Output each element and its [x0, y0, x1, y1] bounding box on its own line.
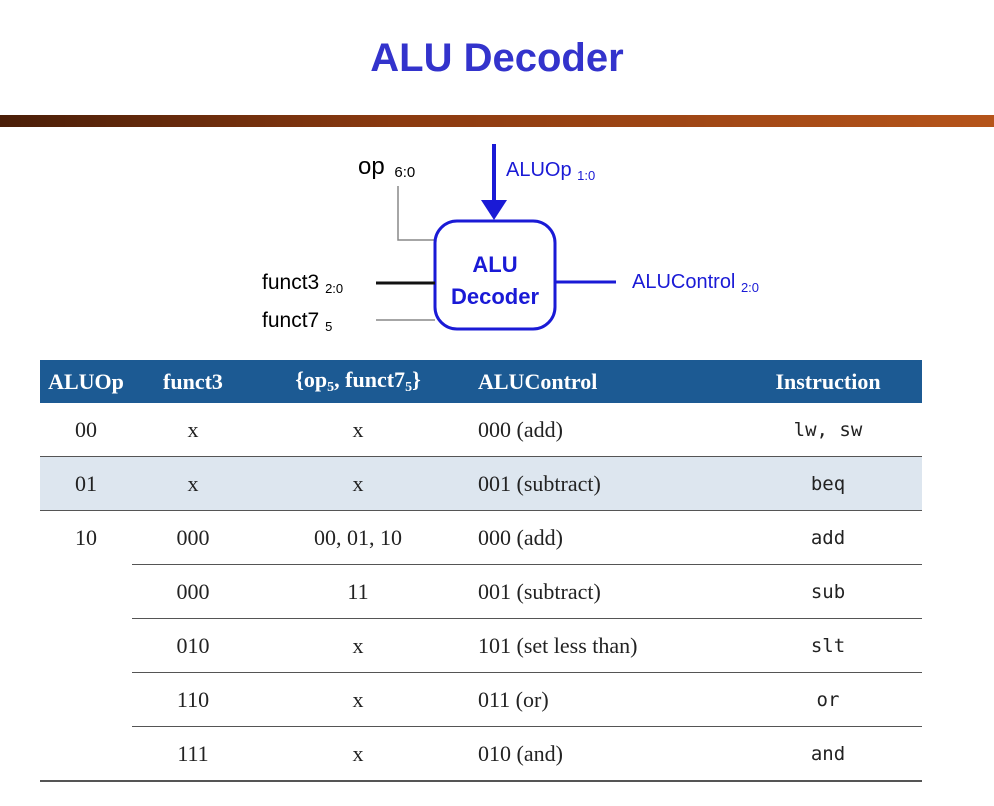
cell-aluop: 10: [75, 524, 97, 550]
aluop-label: ALUOp 1:0: [506, 159, 595, 183]
funct3-label: funct3 2:0: [262, 271, 343, 296]
cell-funct3: x: [132, 456, 254, 511]
box-label-decoder: Decoder: [451, 284, 539, 309]
header-aluop: ALUOp: [40, 360, 132, 403]
cell-aluop: [40, 726, 132, 782]
cell-op-funct7: 11: [254, 564, 462, 619]
cell-op-funct7: x: [254, 456, 462, 511]
cell-aluop: [40, 619, 132, 673]
cell-alucontrol: 101 (set less than): [462, 618, 734, 673]
table-row: 00 x x 000 (add) lw, sw: [40, 403, 922, 457]
table-row: 000 11 001 (subtract) sub: [40, 564, 922, 619]
page-title: ALU Decoder: [370, 36, 624, 80]
alucontrol-label: ALUControl 2:0: [632, 271, 759, 295]
alu-decoder-box: [433, 219, 557, 331]
cell-instruction: slt: [734, 618, 922, 673]
cell-instruction: sub: [734, 564, 922, 619]
alu-decoder-truth-table: ALUOp funct3 {op5, funct75} ALUControl I…: [40, 360, 922, 782]
cell-alucontrol: 011 (or): [462, 672, 734, 727]
cell-alucontrol: 010 (and): [462, 726, 734, 782]
header-op-funct7: {op5, funct75}: [254, 360, 462, 403]
box-label-alu: ALU: [472, 252, 517, 277]
cell-instruction: or: [734, 672, 922, 727]
cell-aluop: 00: [40, 403, 132, 457]
cell-aluop: [40, 673, 132, 727]
cell-alucontrol: 001 (subtract): [462, 456, 734, 511]
op-wire: [397, 186, 435, 241]
cell-funct3: 110: [132, 672, 254, 727]
cell-instruction: beq: [734, 456, 922, 511]
cell-instruction: and: [734, 726, 922, 782]
cell-op-funct7: x: [254, 726, 462, 782]
cell-aluop: [40, 565, 132, 619]
cell-op-funct7: x: [254, 672, 462, 727]
table-row: 10 000 00, 01, 10 000 (add) add: [40, 510, 922, 565]
cell-op-funct7: x: [254, 403, 462, 457]
cell-instruction: add: [734, 510, 922, 565]
table-row: 111 x 010 (and) and: [40, 726, 922, 782]
cell-funct3: x: [132, 403, 254, 457]
cell-op-funct7: x: [254, 618, 462, 673]
op-label: op 6:0: [358, 153, 415, 181]
table-row: 110 x 011 (or) or: [40, 672, 922, 727]
table-header-row: ALUOp funct3 {op5, funct75} ALUControl I…: [40, 360, 922, 403]
table-row: 01 x x 001 (subtract) beq: [40, 456, 922, 511]
alu-decoder-diagram: op 6:0 ALUOp 1:0 ALU Decoder funct3 2:0 …: [262, 144, 759, 334]
cell-alucontrol: 000 (add): [462, 510, 734, 565]
cell-op-funct7: 00, 01, 10: [254, 510, 462, 565]
header-funct3: funct3: [132, 360, 254, 403]
cell-alucontrol: 001 (subtract): [462, 564, 734, 619]
cell-funct3: 000: [132, 564, 254, 619]
cell-alucontrol: 000 (add): [462, 403, 734, 457]
funct7-label: funct7 5: [262, 309, 332, 334]
cell-funct3: 000: [132, 510, 254, 565]
cell-funct3: 111: [132, 726, 254, 782]
cell-aluop: 01: [40, 456, 132, 511]
header-alucontrol: ALUControl: [462, 360, 734, 403]
cell-funct3: 010: [132, 618, 254, 673]
header-instruction: Instruction: [734, 360, 922, 403]
aluop-arrowhead: [481, 200, 507, 220]
cell-instruction: lw, sw: [734, 403, 922, 457]
title-divider: [0, 115, 994, 127]
table-row: 010 x 101 (set less than) slt: [40, 618, 922, 673]
